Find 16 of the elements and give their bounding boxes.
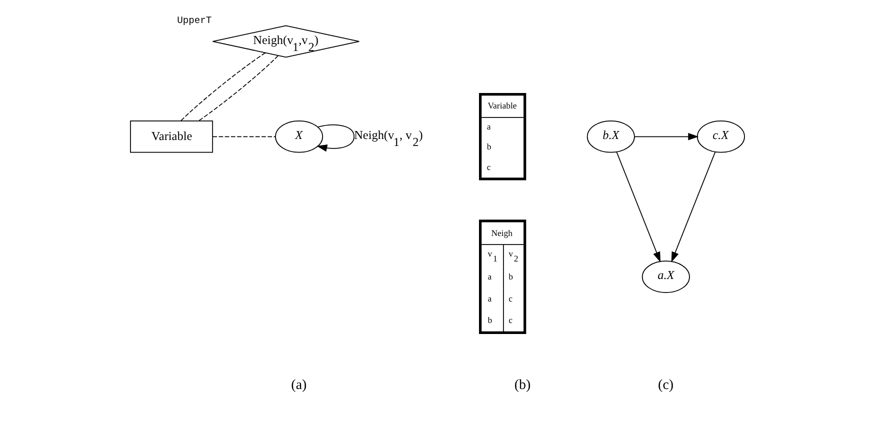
node-ellipse: c.X — [696, 120, 744, 153]
arrow — [634, 132, 698, 140]
arrow — [616, 152, 660, 262]
node-ellipse: b.X — [586, 120, 634, 153]
node-ellipse: a.X — [641, 260, 690, 293]
node-ellipse: X — [274, 120, 323, 153]
connector — [212, 136, 276, 138]
node-box: Variable — [130, 120, 213, 153]
arrow — [316, 124, 354, 152]
arrow — [670, 152, 716, 262]
label: (b) — [514, 378, 530, 393]
label: (a) — [290, 378, 306, 393]
label: (c) — [658, 378, 674, 393]
connector — [198, 55, 278, 122]
node-label: UpperT — [176, 14, 212, 26]
connector — [180, 52, 266, 122]
